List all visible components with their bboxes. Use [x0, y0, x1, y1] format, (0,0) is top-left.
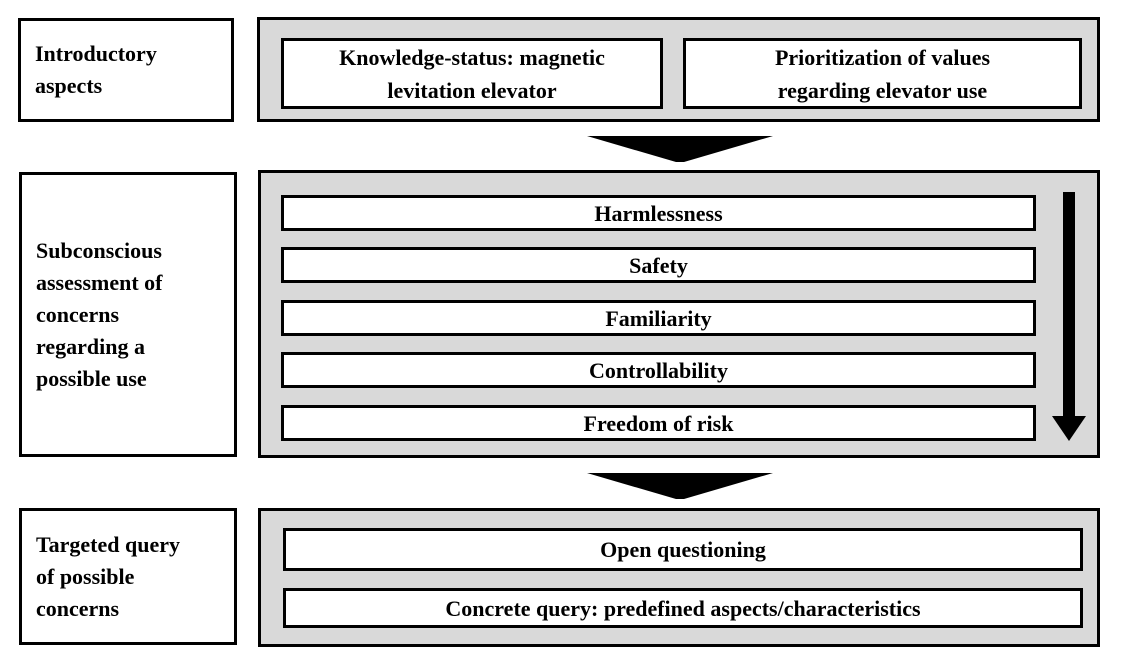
- stage-panel-concerns: Harmlessness Safety Familiarity Controll…: [258, 170, 1100, 458]
- box-safety: Safety: [281, 247, 1036, 283]
- box-familiarity: Familiarity: [281, 300, 1036, 336]
- box-concrete-query: Concrete query: predefined aspects/chara…: [283, 588, 1083, 628]
- box-controllability: Controllability: [281, 352, 1036, 388]
- flow-down-arrow-icon: [587, 473, 773, 499]
- sequence-down-arrow-icon: [1052, 192, 1086, 441]
- stage-panel-query: Open questioning Concrete query: predefi…: [258, 508, 1100, 647]
- flow-down-arrow-icon: [587, 136, 773, 162]
- box-freedom-of-risk: Freedom of risk: [281, 405, 1036, 441]
- box-open-questioning: Open questioning: [283, 528, 1083, 571]
- box-harmlessness: Harmlessness: [281, 195, 1036, 231]
